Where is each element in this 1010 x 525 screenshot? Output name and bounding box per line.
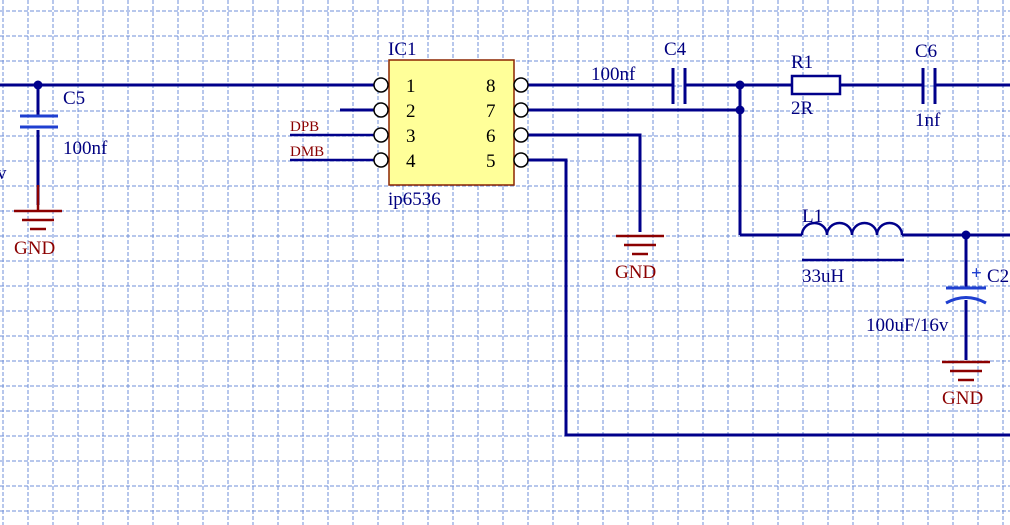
c2-plate-curved (945, 296, 987, 305)
c2-designator: C2 (987, 266, 1009, 287)
inductor-l1[interactable]: L1 33uH (800, 206, 904, 287)
c5-value: 100nf (63, 138, 108, 159)
edge-fragment-text: v (0, 163, 7, 184)
pin-number-3: 3 (406, 126, 416, 147)
pin-4-circle (373, 152, 389, 168)
pin-2-circle (373, 102, 389, 118)
c5-designator: C5 (63, 88, 85, 109)
l1-coil (800, 221, 904, 236)
pin-number-7: 7 (486, 101, 496, 122)
ground-label-c2: GND (942, 388, 983, 409)
pin-6-circle (513, 127, 529, 143)
net-label-stubs (290, 133, 376, 162)
pin-3-circle (373, 127, 389, 143)
ic1-pin-circles (373, 77, 529, 168)
pin-1-circle (373, 77, 389, 93)
ground-symbol-c5[interactable] (14, 185, 62, 231)
pin-number-1: 1 (406, 76, 416, 97)
capacitor-c2[interactable]: + C2 100uF/16v (866, 263, 1009, 336)
pin-number-2: 2 (406, 101, 416, 122)
net-label-dpb: DPB (290, 119, 319, 135)
ground-symbol-c2[interactable] (942, 360, 990, 382)
ground-symbol-ic[interactable] (616, 234, 664, 256)
wire-pin6 (528, 133, 642, 232)
l1-designator: L1 (802, 206, 823, 227)
junction-c5 (33, 80, 43, 90)
net-label-dmb: DMB (290, 144, 324, 160)
pin-number-6: 6 (486, 126, 496, 147)
junction-node-pin7 (735, 105, 745, 115)
c4-designator: C4 (664, 39, 687, 60)
c2-polarity: + (971, 263, 982, 284)
ground-label-c5: GND (14, 238, 55, 259)
r1-value: 2R (791, 98, 814, 119)
pin-8-circle (513, 77, 529, 93)
ic1[interactable]: 1 2 3 4 8 7 6 5 IC1 ip6536 (373, 39, 529, 210)
r1-body (790, 74, 842, 96)
c4-value: 100nf (591, 64, 636, 85)
ic1-body[interactable] (388, 59, 515, 186)
resistor-r1[interactable]: R1 2R (790, 52, 842, 119)
pin-number-4: 4 (406, 151, 416, 172)
pin-number-8: 8 (486, 76, 496, 97)
capacitor-c6[interactable]: C6 1nf (915, 41, 941, 131)
c6-designator: C6 (915, 41, 937, 62)
c2-value: 100uF/16v (866, 315, 949, 336)
c6-value: 1nf (915, 110, 941, 131)
ground-label-ic: GND (615, 262, 656, 283)
junctions (33, 80, 971, 240)
capacitor-c4[interactable]: C4 100nf (591, 39, 687, 104)
pin-number-5: 5 (486, 151, 496, 172)
ic1-part-name: ip6536 (388, 189, 441, 210)
wire-pin5 (528, 158, 1010, 437)
junction-l1-c2 (961, 230, 971, 240)
r1-designator: R1 (791, 52, 813, 73)
ic1-designator: IC1 (388, 39, 417, 60)
capacitor-c5[interactable]: C5 100nf (20, 88, 108, 159)
wires (0, 83, 1010, 437)
l1-value: 33uH (802, 266, 845, 287)
pin-5-circle (513, 152, 529, 168)
junction-node-top (735, 80, 745, 90)
pin-7-circle (513, 102, 529, 118)
